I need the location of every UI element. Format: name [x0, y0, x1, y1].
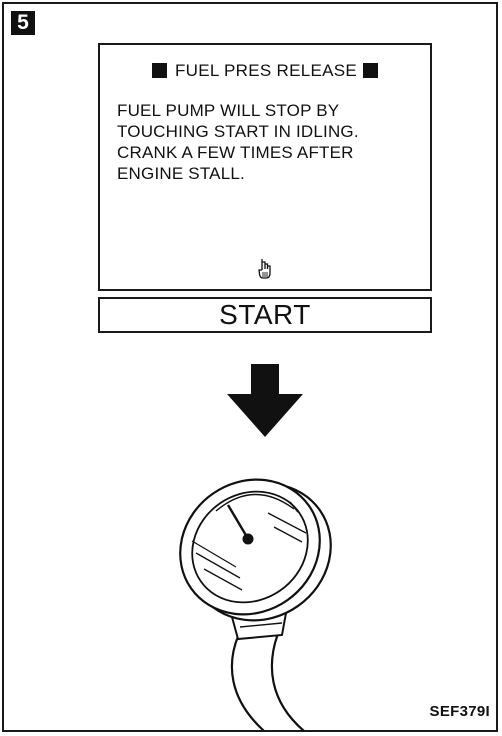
- fuel-pressure-gauge-icon: [144, 449, 374, 734]
- screen-instructions: FUEL PUMP WILL STOP BY TOUCHING START IN…: [117, 100, 427, 184]
- figure-code: SEF379I: [430, 703, 490, 720]
- instruction-line: ENGINE STALL.: [117, 163, 427, 184]
- start-button[interactable]: START: [98, 297, 432, 333]
- screen-title: FUEL PRES RELEASE: [100, 61, 430, 81]
- instruction-line: CRANK A FEW TIMES AFTER: [117, 142, 427, 163]
- step-number-badge: 5: [11, 11, 35, 35]
- screen-title-text: FUEL PRES RELEASE: [175, 61, 357, 80]
- consult-screen: FUEL PRES RELEASE FUEL PUMP WILL STOP BY…: [98, 43, 432, 291]
- figure-frame: 5 FUEL PRES RELEASE FUEL PUMP WILL STOP …: [2, 2, 498, 732]
- down-arrow-icon: [225, 364, 305, 438]
- title-marker-left-icon: [152, 63, 167, 78]
- instruction-line: TOUCHING START IN IDLING.: [117, 121, 427, 142]
- pointing-hand-icon: [257, 258, 273, 280]
- title-marker-right-icon: [363, 63, 378, 78]
- instruction-line: FUEL PUMP WILL STOP BY: [117, 100, 427, 121]
